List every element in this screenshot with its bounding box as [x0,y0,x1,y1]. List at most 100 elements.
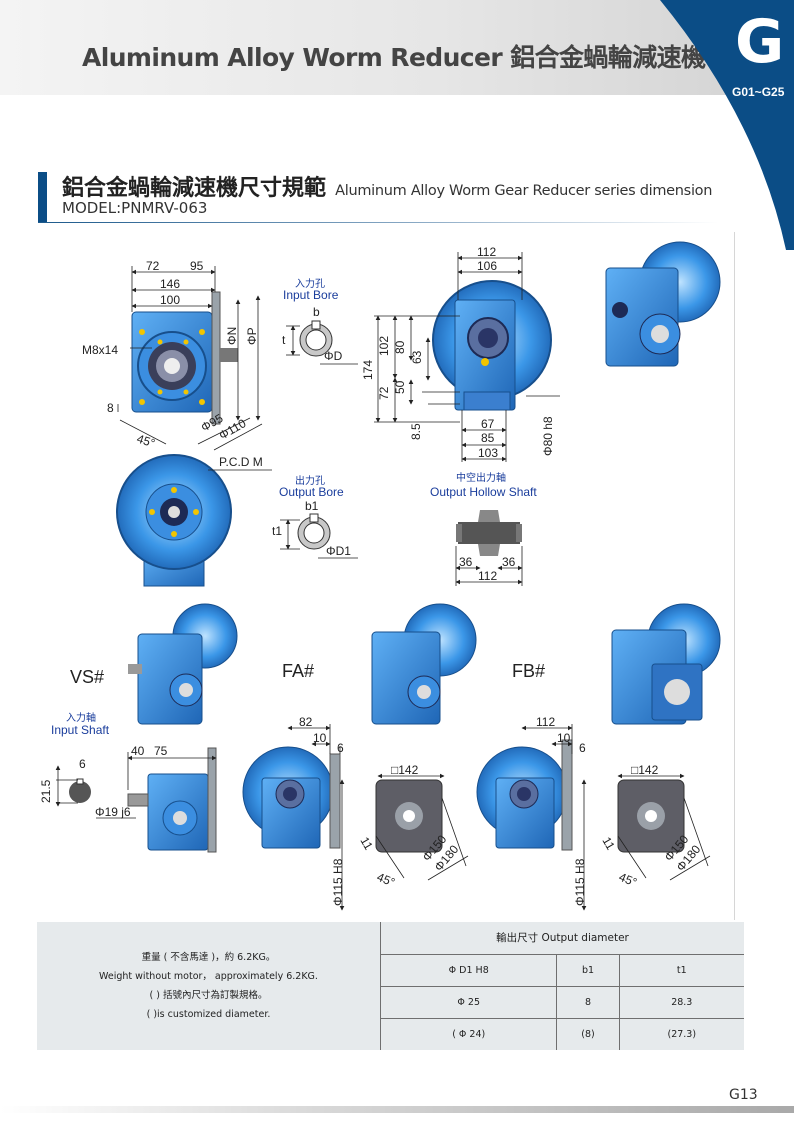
dim-100: 100 [160,293,180,307]
footer-band [0,1106,794,1113]
dim-phi-n: ΦN [225,327,239,345]
side-dim-106: 106 [477,259,497,273]
product-render-main [605,241,721,367]
side-dim-85: 85 [481,431,495,445]
output-bore-drawing [297,513,331,550]
fa-dim-82: 82 [299,715,313,729]
dim-45-angle: 45° [135,432,157,451]
vs-dim-6: 6 [79,757,86,771]
dim-m8x14: M8x14 [82,343,118,357]
page-title: Aluminum Alloy Worm Reducer 鋁合金蝸輪減速機 [82,43,706,72]
column-header: b1 [556,954,620,987]
vs-shaft-drawing [69,778,91,803]
side-dim-72: 72 [377,386,391,400]
section-tab [660,0,794,250]
table-header: 輸出尺寸 Output diameter [380,922,744,955]
fa-dim-45: 45° [375,870,397,890]
table-cell: 8 [556,986,620,1020]
header-band [0,0,794,95]
hollow-dim-36a: 36 [459,555,473,569]
output-bore-phi-d1: ΦD1 [326,544,351,558]
side-dim-174: 174 [361,360,375,380]
hollow-dim-36b: 36 [502,555,516,569]
fb-dim-10: 10 [557,731,571,745]
dim-72: 72 [146,259,160,273]
hollow-shaft-en: Output Hollow Shaft [430,485,537,499]
output-bore-b1: b1 [305,499,319,513]
table-cell: Φ 25 [379,986,557,1020]
pcd-flange-drawing [116,454,232,587]
section-letter: G [735,7,785,77]
product-render-vs [128,603,238,725]
side-dim-102: 102 [377,336,391,356]
section-title-en: Aluminum Alloy Worm Gear Reducer series … [335,183,713,199]
fa-label: FA# [282,661,314,681]
table-row: Φ 25 8 28.3 [379,986,744,1020]
fb-dim-sq142: □142 [631,763,659,777]
input-shaft-cn: 入力軸 [66,711,96,724]
side-dim-67: 67 [481,417,495,431]
section-title: 鋁合金蝸輪減速機尺寸規範 Aluminum Alloy Worm Gear Re… [62,170,712,202]
vs-dim-40: 40 [131,744,145,758]
vs-dim-21-5: 21.5 [39,779,53,803]
pcd-label: P.C.D M [219,455,263,469]
fb-label: FB# [512,661,545,681]
table-cell: (8) [556,1018,620,1050]
output-diameter-table: 輸出尺寸 Output diameter Φ D1 H8 b1 t1 Φ 25 … [379,922,744,1050]
hollow-shaft-drawing [456,510,522,556]
section-rule [38,222,718,223]
table-cell: (27.3) [618,1018,744,1050]
output-bore-t1: t1 [272,524,282,538]
table-column-headers: Φ D1 H8 b1 t1 [379,954,744,987]
fa-front-drawing [375,779,443,853]
fb-dim-6: 6 [579,741,586,755]
fa-side-drawing [242,746,341,849]
side-dim-50: 50 [393,380,407,394]
column-header: t1 [618,954,744,987]
column-header: Φ D1 H8 [379,954,557,987]
side-dim-phi80: Φ80 h8 [541,416,555,456]
vs-dim-75: 75 [154,744,168,758]
input-bore-cn: 入力孔 [295,277,325,290]
side-dim-80: 80 [393,340,407,354]
vs-label: VS# [70,667,104,687]
side-dim-112: 112 [477,245,496,259]
spec-table: 重量 ( 不含馬達 )，約 6.2KG。 Weight without moto… [37,922,744,1050]
output-bore-cn: 出力孔 [295,474,325,487]
divider-line [734,232,735,920]
dim-8: 8 [107,401,114,415]
fb-side-drawing [476,739,573,851]
input-bore-phi-d: ΦD [324,349,343,363]
dim-146: 146 [160,277,180,291]
front-view-drawing [131,291,238,425]
section-title-cn: 鋁合金蝸輪減速機尺寸規範 [62,176,327,201]
product-render-fb [611,603,721,725]
fb-front-drawing [617,779,685,853]
hollow-shaft-cn: 中空出力軸 [456,471,506,484]
output-bore-en: Output Bore [279,485,344,499]
page-number: G13 [729,1087,758,1103]
custom-note-cn: ( ) 括號內尺寸為訂製規格。 [149,990,268,1001]
fa-dim-11: 11 [357,835,376,853]
input-shaft-en: Input Shaft [51,723,110,737]
vs-dim-phi19: Φ19 j6 [95,805,131,819]
weight-note-cn: 重量 ( 不含馬達 )，約 6.2KG。 [141,952,276,963]
spec-notes: 重量 ( 不含馬達 )，約 6.2KG。 Weight without moto… [37,922,380,1050]
table-cell: ( Φ 24) [379,1018,557,1050]
table-row: ( Φ 24) (8) (27.3) [379,1018,744,1050]
input-bore-drawing [299,320,333,357]
custom-note-en: ( )is customized diameter. [146,1009,271,1020]
input-bore-b: b [313,305,320,319]
side-dim-63: 63 [410,350,424,364]
fa-dim-phi115: Φ115 H8 [331,858,345,906]
fb-dim-phi115: Φ115 H8 [573,858,587,906]
fa-dim-6: 6 [337,741,344,755]
table-cell: 28.3 [618,986,744,1020]
dim-95: 95 [190,259,204,273]
vs-side-drawing [127,747,217,853]
side-dim-103: 103 [478,446,498,460]
fa-dim-10: 10 [313,731,327,745]
section-marker [38,172,47,222]
fb-dim-45: 45° [617,870,639,890]
